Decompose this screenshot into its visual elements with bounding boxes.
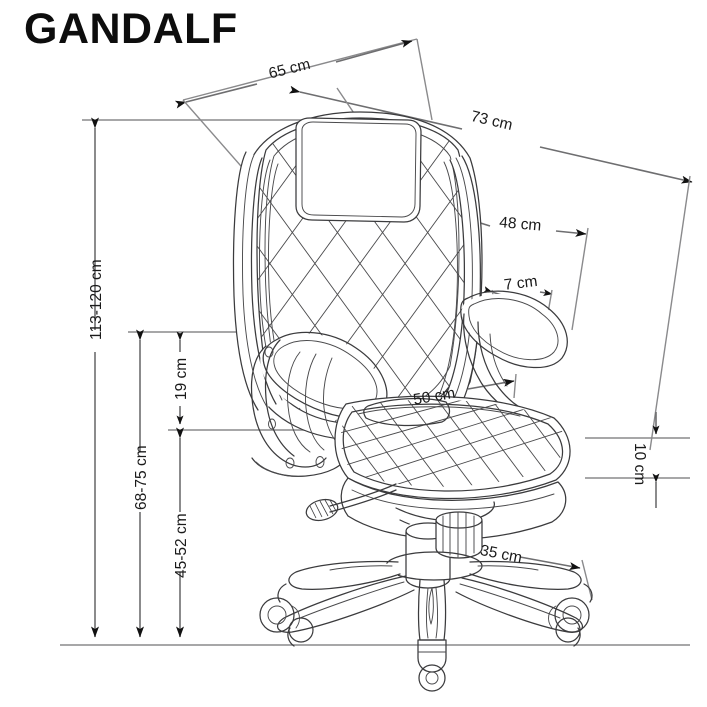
dimension-label-48cm: 48 cm: [498, 214, 543, 235]
dimension-label-113-120cm: 113-120 cm: [88, 259, 105, 340]
chair-casters: [259, 583, 593, 692]
cylinder-ribbing: [442, 511, 475, 558]
caster-front-left: [287, 617, 314, 647]
dimension-label-68-75cm: 68-75 cm: [133, 445, 150, 510]
caster-front-center: [417, 639, 447, 692]
chair-backrest: [239, 111, 483, 441]
dimension-seat-thickness: [585, 412, 690, 508]
caster-front-right: [555, 617, 581, 647]
chair-gas-lift-cylinder: [405, 510, 483, 589]
lever-knob-hatching: [309, 499, 337, 519]
chair-seat: [334, 395, 571, 541]
page-title: GANDALF: [24, 5, 238, 53]
dimension-label-10cm: 10 cm: [631, 443, 648, 486]
chair-headrest: [295, 117, 422, 223]
chair-tilt-lever: [305, 483, 397, 522]
caster-rear-left: [259, 583, 300, 633]
dimension-label-19cm: 19 cm: [173, 357, 190, 400]
caster-rear-right: [548, 583, 593, 633]
dimension-label-45-52cm: 45-52 cm: [173, 513, 190, 578]
